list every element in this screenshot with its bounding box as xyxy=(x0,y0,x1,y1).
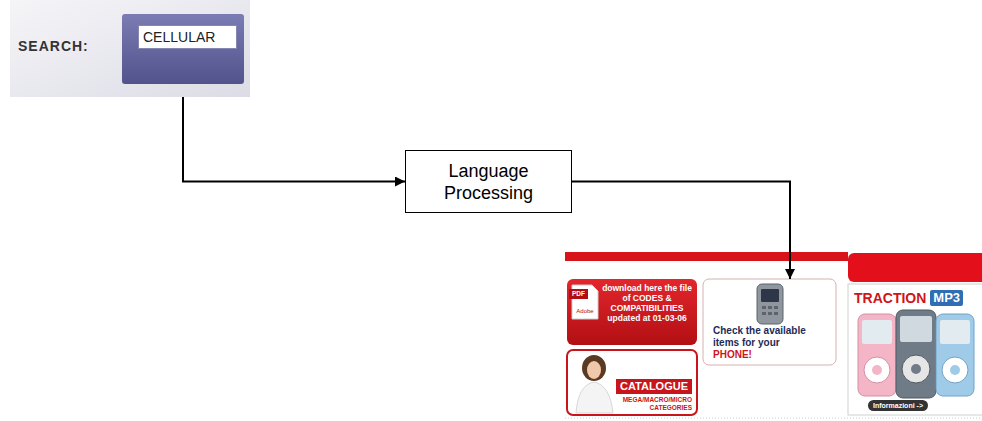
phone-key xyxy=(768,312,772,315)
dotted-separator xyxy=(565,418,982,419)
mp3-player-blue xyxy=(936,314,974,396)
catalogue-tile-background xyxy=(567,350,697,415)
phone-screen xyxy=(761,289,779,302)
mp3-player-wheel xyxy=(942,357,968,383)
mp3-player-button xyxy=(950,365,960,375)
flow-arrow xyxy=(183,97,405,182)
promo-highlight: PHONE! xyxy=(713,349,830,361)
mp3-player-screen xyxy=(862,320,892,344)
promo-text: Check the available items for your xyxy=(713,325,830,349)
search-input-frame xyxy=(122,14,244,84)
mp3-player-wheel xyxy=(864,357,890,383)
mp3-player-screen xyxy=(940,320,970,344)
catalogue-title: CATALOGUE xyxy=(616,379,692,394)
process-box: Language Processing xyxy=(405,150,572,213)
catalogue-subtitle: MEGA/MACRO/MICRO CATEGORIES xyxy=(620,396,692,412)
search-panel-background xyxy=(10,0,250,97)
mp3-player-button xyxy=(872,365,882,375)
phone-body xyxy=(757,284,783,324)
woman-hair xyxy=(582,355,606,381)
pdf-icon-tab xyxy=(569,289,588,299)
mp3-player-wheel xyxy=(902,355,930,383)
flow-arrow xyxy=(572,182,790,280)
phone-tile-background xyxy=(703,279,836,365)
phone-key xyxy=(762,312,766,315)
phone-key xyxy=(762,306,766,309)
catalogue-tile: CATALOGUE MEGA/MACRO/MICRO CATEGORIES xyxy=(567,350,697,415)
process-label: Language Processing xyxy=(416,160,561,204)
adobe-icon-label: Adobe xyxy=(572,307,598,315)
traction-mp3-tile: TRACTIONMP3 xyxy=(848,284,982,415)
search-label: SEARCH: xyxy=(18,38,89,54)
download-text: download here the file of CODES & COMPAT… xyxy=(601,283,693,323)
phone-key xyxy=(774,312,778,315)
brand-name: TRACTION xyxy=(854,290,926,306)
search-input: CELLULAR xyxy=(138,25,237,49)
mp3-player-screen xyxy=(900,316,932,342)
brand-badge: MP3 xyxy=(930,290,963,306)
mp3-player-grey xyxy=(896,310,936,398)
mp3-player-pink xyxy=(858,314,896,396)
phone-key xyxy=(774,306,778,309)
webpage-header-bar xyxy=(848,253,982,282)
phone-items-tile: Check the available items for yourPHONE! xyxy=(703,279,836,365)
pdf-icon-label: PDF xyxy=(569,289,588,299)
pdf-tile-background xyxy=(567,279,697,345)
webpage-top-band xyxy=(565,252,848,261)
mp3-player-button xyxy=(911,364,921,374)
search-panel: SEARCH: CELLULAR xyxy=(10,0,250,97)
info-button: Informazioni -> xyxy=(868,400,928,411)
traction-tile-background xyxy=(848,284,982,415)
woman-body xyxy=(576,382,613,413)
woman-face xyxy=(587,361,601,379)
phone-key xyxy=(768,306,772,309)
search-query: CELLULAR xyxy=(143,28,232,46)
